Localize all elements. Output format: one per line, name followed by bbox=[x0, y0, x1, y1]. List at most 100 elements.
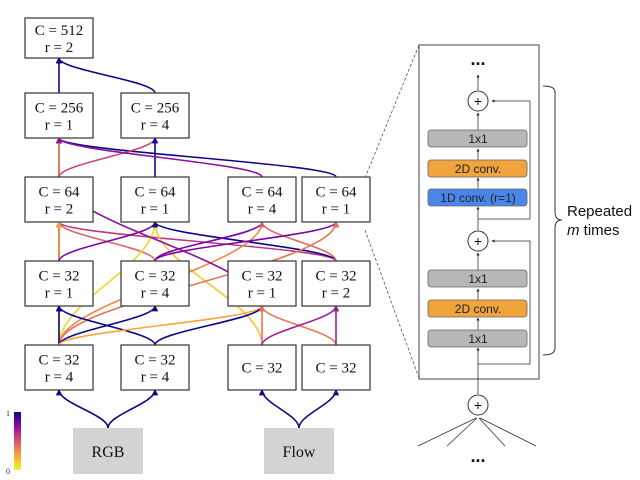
block-layer-label: 1x1 bbox=[468, 132, 488, 146]
input-label: RGB bbox=[92, 444, 125, 461]
channel-label: C = 32 bbox=[316, 269, 357, 285]
add-symbol: + bbox=[474, 233, 482, 249]
layer-node-n32h: C = 32 bbox=[301, 344, 371, 391]
layer-node-n32g: C = 32 bbox=[227, 344, 297, 391]
node-box bbox=[24, 17, 94, 59]
node-box bbox=[227, 176, 297, 223]
skip-connection-upper bbox=[478, 99, 531, 220]
channel-label: C = 32 bbox=[242, 269, 283, 285]
layer-node-n32f: C = 32r = 4 bbox=[120, 344, 190, 391]
block-layer-label: 2D conv. bbox=[455, 302, 501, 316]
layer-node-n32a: C = 32r = 1 bbox=[24, 260, 94, 307]
block-layer-label: 1D conv. (r=1) bbox=[440, 191, 515, 205]
input-label: Flow bbox=[283, 444, 316, 461]
bottom-ellipsis: ... bbox=[470, 446, 485, 466]
channel-label: C = 32 bbox=[135, 269, 176, 285]
node-box bbox=[24, 176, 94, 223]
edge-n32g-to-n64b bbox=[151, 220, 263, 346]
edge-n64a-to-n256b bbox=[58, 136, 159, 178]
block-detail-panel: ... + 1x1 2D conv. 1D conv. (r=1) + 1x1 2D … bbox=[417, 44, 540, 466]
edge-n32d-to-n64c bbox=[258, 220, 337, 262]
layer-node-n64b: C = 64r = 1 bbox=[120, 176, 190, 223]
edge-n32d-to-n64a bbox=[55, 220, 337, 262]
colorbar-max-label: 1 bbox=[6, 409, 10, 418]
node-box bbox=[120, 176, 190, 223]
channel-label: C = 32 bbox=[242, 361, 283, 377]
temporal-rate-label: r = 1 bbox=[248, 286, 276, 302]
incoming-lines bbox=[417, 417, 537, 447]
temporal-rate-label: r = 2 bbox=[45, 40, 73, 56]
layer-node-n32e: C = 32r = 4 bbox=[24, 344, 94, 391]
edge-n256b-to-n512 bbox=[55, 56, 156, 94]
colorbar-min-label: 0 bbox=[6, 467, 10, 476]
input-box bbox=[73, 428, 143, 474]
edge-n32b-to-n64d bbox=[154, 220, 340, 262]
layer-node-n32b: C = 32r = 4 bbox=[120, 260, 190, 307]
channel-label: C = 512 bbox=[35, 23, 83, 39]
skip-connection-lower bbox=[478, 239, 531, 365]
temporal-rate-label: r = 1 bbox=[322, 202, 350, 218]
block-layer-2d-conv- bbox=[427, 299, 528, 318]
node-box bbox=[24, 92, 94, 139]
node-box bbox=[301, 344, 371, 391]
edge-n32e-to-n32c bbox=[58, 304, 266, 346]
layer-node-n32c: C = 32r = 1 bbox=[227, 260, 297, 307]
node-box bbox=[301, 176, 371, 223]
layer-node-n32d: C = 32r = 2 bbox=[301, 260, 371, 307]
edge-n32g-to-n32d bbox=[261, 304, 340, 346]
add-icon-bottom bbox=[467, 394, 489, 416]
layer-node-n64a: C = 64r = 2 bbox=[24, 176, 94, 223]
block-layer-label: 1x1 bbox=[468, 272, 488, 286]
zoom-guide-bottom bbox=[364, 229, 420, 379]
times-text: times bbox=[580, 222, 620, 239]
channel-label: C = 32 bbox=[39, 353, 80, 369]
repeat-count-label: m times bbox=[567, 222, 620, 239]
layer-node-n64d: C = 64r = 1 bbox=[301, 176, 371, 223]
block-layer-label: 2D conv. bbox=[455, 162, 501, 176]
channel-label: C = 64 bbox=[39, 185, 80, 201]
channel-label: C = 256 bbox=[131, 101, 180, 117]
channel-label: C = 64 bbox=[242, 185, 283, 201]
temporal-rate-label: r = 4 bbox=[141, 286, 170, 302]
edge-n32e-to-n64d bbox=[58, 220, 340, 346]
block-layer-1d-conv-r-1- bbox=[427, 188, 528, 207]
repeat-label: Repeated bbox=[567, 203, 632, 220]
temporal-rate-label: r = 1 bbox=[45, 118, 73, 134]
temporal-rate-label: r = 4 bbox=[141, 118, 170, 134]
block-layer-1x1 bbox=[427, 129, 528, 148]
edge-n32b-to-n64c bbox=[154, 220, 266, 262]
edge-rgb-to-n32f bbox=[107, 388, 159, 429]
edge-n64d-to-n256a bbox=[55, 136, 337, 178]
m-variable: m bbox=[567, 222, 580, 239]
add-symbol: + bbox=[474, 397, 482, 413]
node-box bbox=[120, 92, 190, 139]
node-box bbox=[227, 260, 297, 307]
repeat-annotation: Repeated m times bbox=[567, 203, 632, 239]
temporal-rate-label: r = 2 bbox=[45, 202, 73, 218]
node-box bbox=[301, 260, 371, 307]
colorbar-gradient bbox=[14, 412, 21, 470]
node-box bbox=[24, 344, 94, 391]
edge-n64c-to-n256a bbox=[55, 136, 263, 178]
temporal-rate-label: r = 1 bbox=[45, 286, 73, 302]
edge-n32f-to-n32c bbox=[154, 304, 266, 346]
top-ellipsis: ... bbox=[470, 49, 485, 69]
edge-flow-to-n32h bbox=[298, 388, 340, 429]
channel-label: C = 32 bbox=[135, 353, 176, 369]
channel-label: C = 32 bbox=[39, 269, 80, 285]
block-layer-label: 1x1 bbox=[468, 332, 488, 346]
temporal-rate-label: r = 4 bbox=[45, 370, 74, 386]
add-icon-upper bbox=[467, 90, 489, 112]
repeat-brace bbox=[542, 85, 563, 356]
zoom-guide-top bbox=[364, 44, 420, 179]
channel-label: C = 64 bbox=[135, 185, 176, 201]
block-layer-1x1 bbox=[427, 269, 528, 288]
edge-n32e-to-n32b bbox=[58, 304, 159, 346]
temporal-rate-label: r = 1 bbox=[141, 202, 169, 218]
node-box bbox=[120, 260, 190, 307]
